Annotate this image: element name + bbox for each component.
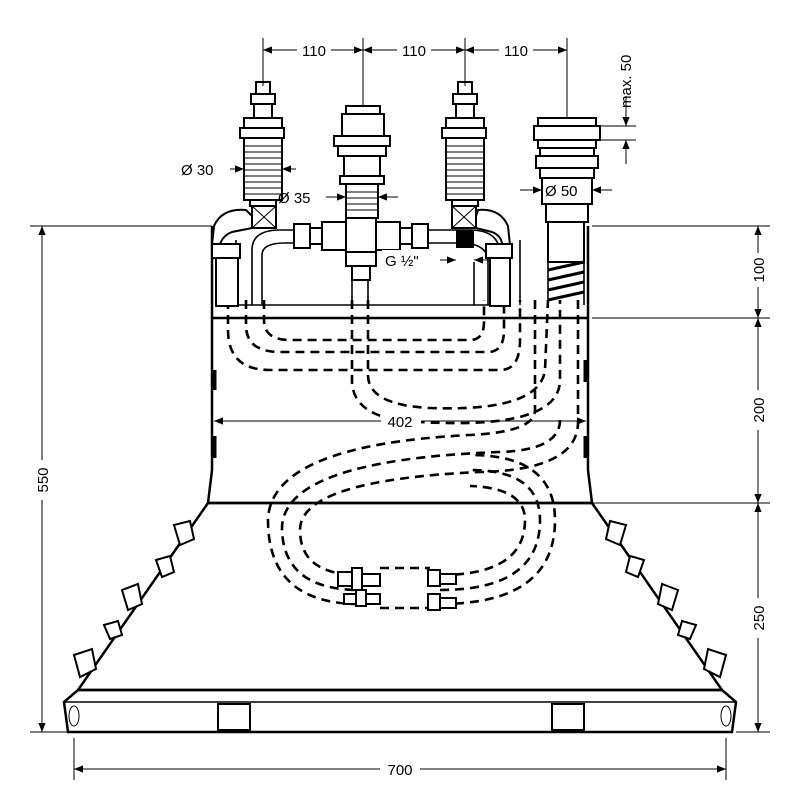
dim-thread: G ½" [382,250,490,270]
dim-label-250: 250 [751,605,768,630]
dim-right-heights: 100 200 250 [592,225,770,733]
side-clips-right [604,519,728,679]
valve-center [333,105,391,219]
dim-dia-50: Ø 50 [520,181,612,200]
dim-top-spacings: 110 110 110 [262,38,568,118]
side-clips-left [72,519,196,679]
base-foot-right [551,703,585,731]
dim-left-height: 550 [30,225,212,733]
dim-max-50: max. 50 [600,55,636,164]
dim-label-max-50: max. 50 [618,55,635,108]
hose-connector-left [337,567,381,607]
dim-width-402: 402 [214,411,586,431]
dim-label-700: 700 [387,762,412,779]
tee-fittings [293,217,429,281]
base-foot-left [217,703,251,731]
hose-connector-right [427,569,457,611]
dim-label-110-third: 110 [504,43,528,60]
dim-label-100: 100 [751,257,768,282]
dim-label-402: 402 [387,414,412,431]
dim-label-dia-50: Ø 50 [545,183,578,200]
valve-left [210,81,285,307]
shower-outlet [533,117,601,305]
dim-bottom-width: 700 [73,738,727,780]
dim-label-110-second: 110 [402,43,426,60]
dim-label-dia-30: Ø 30 [181,162,214,179]
dim-dia-30: Ø 30 [181,162,296,179]
dim-dia-35: Ø 35 [278,190,398,207]
hidden-hoses [226,299,580,610]
dim-label-200: 200 [751,397,768,422]
dim-label-thread: G ½" [385,253,419,270]
dim-label-110-first: 110 [302,43,326,60]
dim-label-dia-35: Ø 35 [278,190,311,207]
housing-lower-trapezoid [62,501,738,734]
valve-right [441,81,513,307]
dim-label-550: 550 [35,467,52,492]
